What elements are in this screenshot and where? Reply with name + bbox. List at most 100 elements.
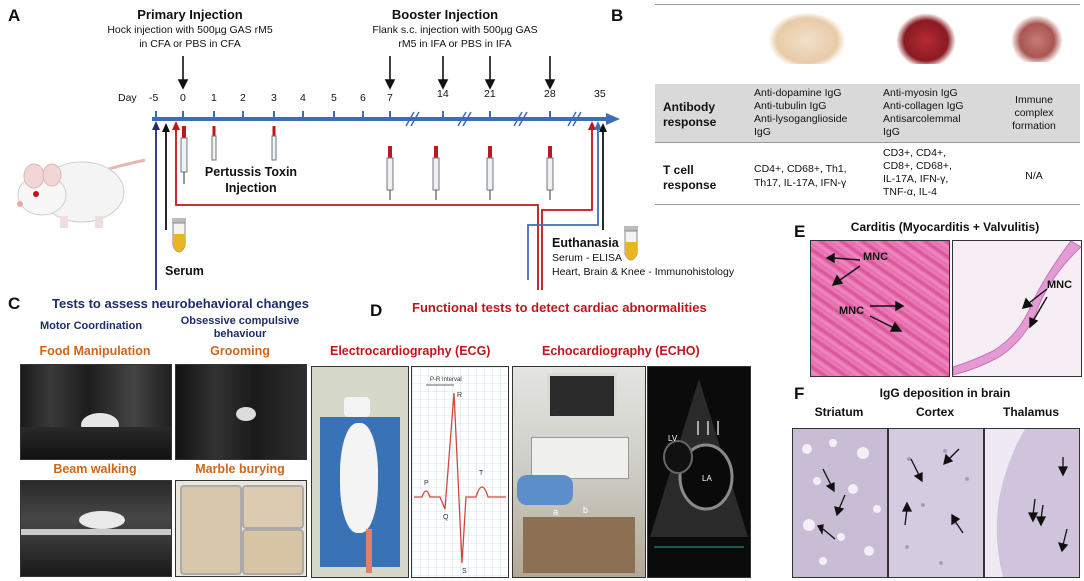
beam-walking-photo — [20, 480, 172, 577]
mnc-label-2: MNC — [839, 305, 865, 317]
ecg-interval-label: P-R Interval — [430, 377, 462, 383]
table-row-antibody — [655, 84, 1080, 142]
ecg-trace-chart: P-R Interval P R Q S T — [411, 366, 509, 578]
antibody-heart-4: IgG — [883, 126, 900, 138]
day-tick-2: 2 — [240, 92, 246, 104]
echo-image: LV LA — [647, 366, 751, 578]
day-tick-1: 1 — [211, 92, 217, 104]
day-tick-35: 35 — [594, 88, 606, 100]
timeline-diagram — [152, 56, 620, 290]
day-tick-0: 0 — [180, 92, 186, 104]
booster-injection-desc-2: rM5 in IFA or PBS in IFA — [398, 38, 512, 50]
cortex-histology — [888, 428, 984, 578]
mnc-label-1: MNC — [863, 251, 889, 263]
antibody-knee-1: Immune — [1015, 94, 1053, 106]
day-tick-3: 3 — [271, 92, 277, 104]
panel-letter-b: B — [611, 6, 624, 25]
antibody-header-1: Antibody — [663, 100, 715, 114]
antibody-brain-1: Anti-dopamine IgG — [754, 87, 842, 99]
antibody-brain-2: Anti-tubulin IgG — [754, 100, 827, 112]
echo-lv-label: LV — [668, 434, 678, 443]
tcell-header-2: response — [663, 178, 717, 192]
echo-b-label: b — [583, 505, 589, 515]
echo-machine-photo: C a b — [512, 366, 646, 578]
heart-photo — [895, 12, 957, 64]
tcell-brain-1: CD4+, CD68+, Th1, — [754, 163, 847, 175]
day-tick-4: 4 — [300, 92, 306, 104]
grooming-label: Grooming — [210, 344, 270, 358]
panel-e-title: Carditis (Myocarditis + Valvulitis) — [850, 220, 1040, 234]
antibody-heart-3: Antisarcolemmal — [883, 113, 961, 125]
panel-letter-f: F — [794, 384, 805, 403]
tcell-heart-2: CD8+, CD68+, — [883, 160, 952, 172]
day-tick-21: 21 — [484, 88, 496, 100]
tcell-brain-2: Th17, IL-17A, IFN-γ — [754, 177, 847, 189]
panel-letter-e: E — [794, 222, 806, 241]
serum-tube-icon — [172, 218, 186, 253]
booster-injection-title: Booster Injection — [391, 7, 499, 22]
table-top-border — [655, 4, 1080, 5]
antibody-knee-2: complex — [1014, 107, 1054, 119]
mnc-label-3: MNC — [1047, 279, 1073, 291]
day-tick-7: 7 — [387, 92, 393, 104]
mouse-illustration — [17, 158, 146, 228]
tcell-knee: N/A — [1025, 170, 1043, 182]
ecg-t-label: T — [479, 470, 484, 477]
beam-walking-label: Beam walking — [53, 462, 137, 476]
antibody-header-2: response — [663, 115, 717, 129]
pertussis-label-1: Pertussis Toxin — [204, 165, 298, 179]
echo-a-label: a — [553, 507, 559, 517]
panel-d-title: Functional tests to detect cardiac abnor… — [412, 300, 707, 315]
myocarditis-histology: MNC MNC — [810, 240, 950, 377]
table-row-divider — [655, 142, 1080, 143]
ecg-s-label: S — [462, 568, 467, 575]
day-axis-label: Day — [118, 92, 137, 104]
ecg-p-label: P — [424, 480, 429, 487]
food-manipulation-label: Food Manipulation — [39, 344, 151, 358]
tcell-heart-3: IL-17A, IFN-γ, — [883, 173, 949, 185]
pertussis-label-2: Injection — [225, 181, 277, 195]
brain-photo — [768, 12, 846, 64]
thalamus-histology — [984, 428, 1080, 578]
antibody-heart-1: Anti-myosin IgG — [883, 87, 958, 99]
marble-burying-photo — [175, 480, 307, 577]
euthanasia-tube-icon — [624, 226, 638, 261]
ecg-label: Electrocardiography (ECG) — [330, 344, 491, 358]
echo-la-label: LA — [702, 474, 712, 483]
panel-f-title: IgG deposition in brain — [879, 386, 1011, 400]
day-tick-28: 28 — [544, 88, 556, 100]
valve-leaflet-shape — [953, 241, 1081, 376]
thalamus-label: Thalamus — [1002, 405, 1059, 419]
ecg-rat-photo — [311, 366, 409, 578]
booster-injection-desc-1: Flank s.c. injection with 500µg GAS — [372, 24, 538, 36]
antibody-brain-4: IgG — [754, 126, 771, 138]
myocarditis-arrows — [825, 252, 905, 332]
striatum-histology — [792, 428, 888, 578]
striatum-label: Striatum — [814, 405, 864, 419]
panel-letter-c: C — [8, 294, 21, 313]
euthanasia-title: Euthanasia — [552, 236, 619, 250]
tcell-heart-1: CD3+, CD4+, — [883, 147, 947, 159]
food-manipulation-photo — [20, 364, 172, 460]
tcell-header-1: T cell — [663, 163, 694, 177]
antibody-knee-3: formation — [1012, 120, 1056, 132]
motor-coordination-label: Motor Coordination — [40, 320, 143, 332]
table-bottom-border — [655, 204, 1080, 205]
primary-injection-title: Primary Injection — [137, 7, 243, 22]
euthanasia-line-2: Heart, Brain & Knee - Immunohistology — [552, 266, 735, 278]
knee-photo — [1010, 14, 1064, 62]
serum-label: Serum — [165, 264, 204, 278]
antibody-brain-3: Anti-lysoganglioside — [754, 113, 848, 125]
echo-c-label: C — [553, 407, 560, 417]
antibody-heart-2: Anti-collagen IgG — [883, 100, 964, 112]
tcell-heart-4: TNF-α, IL-4 — [883, 186, 937, 198]
cortex-label: Cortex — [915, 405, 954, 419]
day-tick-minus5: -5 — [149, 92, 159, 104]
day-tick-5: 5 — [331, 92, 337, 104]
day-tick-6: 6 — [360, 92, 366, 104]
euthanasia-line-1: Serum - ELISA — [552, 252, 623, 264]
day-tick-14: 14 — [437, 88, 449, 100]
echo-label: Echocardiography (ECHO) — [542, 344, 700, 358]
marble-burying-label: Marble burying — [195, 462, 285, 476]
ocd-label-1: Obsessive compulsive — [180, 315, 300, 327]
